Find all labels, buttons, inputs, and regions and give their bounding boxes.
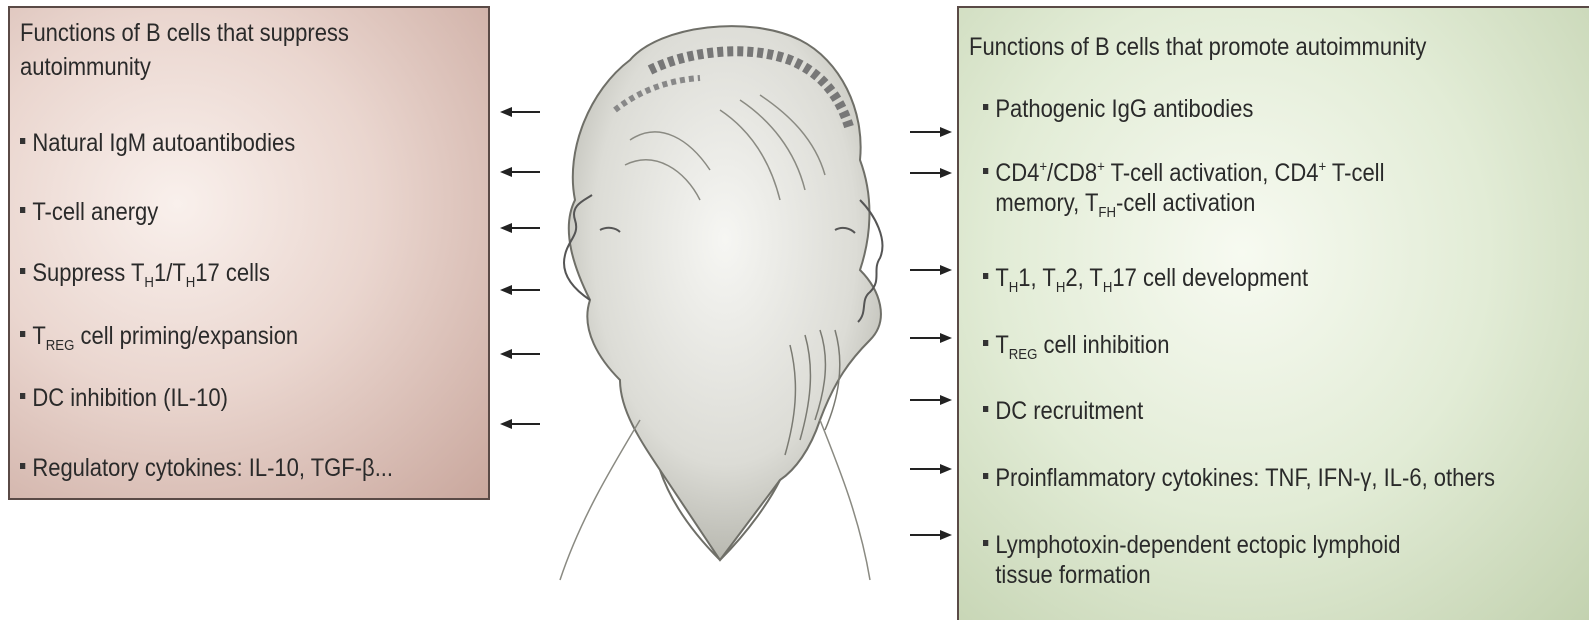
suppress-title-line2: autoimmunity bbox=[20, 53, 151, 81]
suppress-item-cytokines: Regulatory cytokines: IL-10, TGF-β... bbox=[20, 453, 393, 483]
promote-item-tcell-activation: CD4+/CD8+ T-cell activation, CD4+ T-cell… bbox=[983, 158, 1384, 218]
bullet-icon bbox=[983, 406, 988, 412]
suppress-item-anergy: T-cell anergy bbox=[20, 197, 158, 227]
bullet-icon bbox=[20, 393, 25, 399]
bullet-icon bbox=[20, 138, 25, 144]
right-arrow-icon bbox=[910, 395, 952, 405]
janus-head-illustration bbox=[520, 0, 920, 620]
promote-item-lymphotoxin: Lymphotoxin-dependent ectopic lymphoid t… bbox=[983, 530, 1401, 590]
bullet-icon bbox=[983, 104, 988, 110]
bullet-icon bbox=[20, 207, 25, 213]
bullet-icon bbox=[20, 331, 25, 337]
bullet-icon bbox=[983, 273, 988, 279]
bullet-icon bbox=[983, 168, 988, 174]
suppress-panel: Functions of B cells that suppress autoi… bbox=[8, 6, 490, 500]
bullet-icon bbox=[20, 463, 25, 469]
promote-item-dc-recruitment: DC recruitment bbox=[983, 396, 1143, 426]
suppress-title-line1: Functions of B cells that suppress bbox=[20, 19, 349, 47]
right-arrow-icon bbox=[910, 265, 952, 275]
bullet-icon bbox=[983, 473, 988, 479]
promote-item-treg-inhibition: TREG cell inhibition bbox=[983, 330, 1169, 360]
promote-item-igg: Pathogenic IgG antibodies bbox=[983, 94, 1253, 124]
right-arrow-icon bbox=[910, 333, 952, 343]
right-arrow-icon bbox=[910, 168, 952, 178]
right-arrow-icon bbox=[910, 464, 952, 474]
suppress-item-treg: TREG cell priming/expansion bbox=[20, 321, 298, 351]
promote-panel-title: Functions of B cells that promote autoim… bbox=[969, 30, 1426, 64]
right-arrows bbox=[908, 120, 954, 580]
promote-item-th-development: TH1, TH2, TH17 cell development bbox=[983, 263, 1308, 293]
bullet-icon bbox=[983, 340, 988, 346]
promote-item-cytokines: Proinflammatory cytokines: TNF, IFN-γ, I… bbox=[983, 463, 1495, 493]
bullet-icon bbox=[983, 540, 988, 546]
suppress-item-igm: Natural IgM autoantibodies bbox=[20, 128, 295, 158]
suppress-panel-title: Functions of B cells that suppress autoi… bbox=[20, 16, 349, 84]
suppress-item-dc: DC inhibition (IL-10) bbox=[20, 383, 228, 413]
right-arrow-icon bbox=[910, 530, 952, 540]
right-arrow-icon bbox=[910, 127, 952, 137]
promote-panel: Functions of B cells that promote autoim… bbox=[957, 6, 1589, 620]
suppress-item-th-cells: Suppress TH1/TH17 cells bbox=[20, 258, 270, 288]
bullet-icon bbox=[20, 268, 25, 274]
